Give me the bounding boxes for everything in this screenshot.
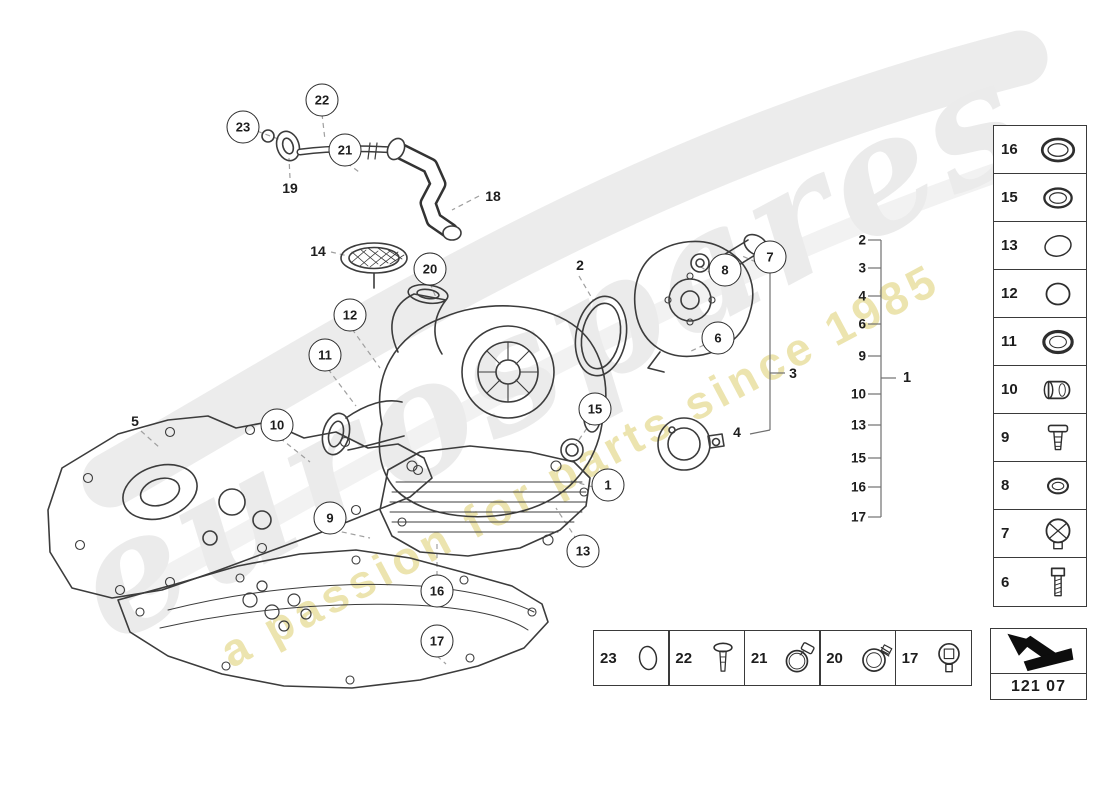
arrow-logo-icon bbox=[991, 629, 1086, 673]
callout-17: 17 bbox=[420, 624, 454, 658]
clamp-band-icon bbox=[852, 637, 895, 679]
legend-row-8: 8 bbox=[994, 462, 1086, 510]
callout-13: 13 bbox=[566, 534, 600, 568]
cap-icon bbox=[1029, 513, 1086, 555]
legend-row-12: 12 bbox=[994, 270, 1086, 318]
legend-row-number: 9 bbox=[1001, 429, 1010, 446]
callout-15: 15 bbox=[578, 392, 612, 426]
callout-11: 11 bbox=[308, 338, 342, 372]
legend-row-9: 9 bbox=[994, 414, 1086, 462]
legend-cell-17: 17 bbox=[894, 630, 972, 686]
legend-row-10: 10 bbox=[994, 366, 1086, 414]
ref-list-number-6: 6 bbox=[858, 316, 866, 332]
callout-19: 19 bbox=[282, 180, 298, 196]
bracket-lines bbox=[749, 239, 896, 518]
ref-list-number-2: 2 bbox=[858, 232, 866, 248]
callout-14: 14 bbox=[310, 243, 326, 259]
ref-list-number-13: 13 bbox=[850, 417, 866, 433]
legend-row-number: 16 bbox=[1001, 141, 1018, 158]
legend-cell-number: 22 bbox=[675, 649, 693, 667]
ref-list-number-17: 17 bbox=[850, 509, 866, 525]
callout-5: 5 bbox=[131, 413, 139, 429]
o-ring-icon bbox=[1029, 273, 1086, 315]
legend-cell-number: 20 bbox=[826, 649, 843, 667]
callout-6: 6 bbox=[701, 321, 735, 355]
plug-icon bbox=[928, 637, 971, 679]
legend-bottom-row: 23 22 21 20 17 bbox=[593, 630, 972, 686]
clamp-icon bbox=[777, 637, 820, 679]
ref-list-number-10: 10 bbox=[850, 386, 866, 402]
legend-cell-23: 23 bbox=[593, 630, 670, 686]
legend-cell-number: 17 bbox=[901, 649, 919, 667]
legend-cell-22: 22 bbox=[668, 630, 746, 686]
callout-12: 12 bbox=[333, 298, 367, 332]
legend-cell-21: 21 bbox=[743, 630, 821, 686]
legend-row-number: 6 bbox=[1001, 573, 1010, 591]
seal-large-icon bbox=[1029, 129, 1086, 171]
legend-row-number: 15 bbox=[1001, 189, 1018, 206]
callout-16: 16 bbox=[420, 574, 454, 608]
legend-row-number: 13 bbox=[1001, 237, 1018, 254]
legend-row-number: 8 bbox=[1001, 477, 1010, 494]
ref-list-number-4: 4 bbox=[858, 288, 866, 304]
legend-row-number: 10 bbox=[1001, 381, 1018, 398]
callout-20: 20 bbox=[413, 252, 447, 286]
legend-cell-20: 20 bbox=[819, 630, 897, 686]
bushing-icon bbox=[1029, 369, 1086, 411]
legend-right-column: 16 15 13 12 11 10 9 8 7 6 bbox=[993, 125, 1087, 607]
callout-8: 8 bbox=[708, 253, 742, 287]
callout-23: 23 bbox=[226, 110, 260, 144]
callout-22: 22 bbox=[305, 83, 339, 117]
callout-4: 4 bbox=[733, 424, 741, 440]
legend-row-11: 11 bbox=[994, 318, 1086, 366]
seal-icon bbox=[1029, 177, 1086, 219]
legend-row-16: 16 bbox=[994, 126, 1086, 174]
legend-cell-number: 21 bbox=[750, 649, 768, 667]
callout-2: 2 bbox=[576, 257, 584, 273]
o-ring-small-icon bbox=[626, 637, 669, 679]
ref-list-number-15: 15 bbox=[850, 450, 866, 466]
legend-row-13: 13 bbox=[994, 222, 1086, 270]
ref-list-number-9: 9 bbox=[858, 348, 866, 364]
legend-row-7: 7 bbox=[994, 510, 1086, 558]
callout-10: 10 bbox=[260, 408, 294, 442]
bolt-icon bbox=[1029, 561, 1086, 603]
legend-cell-number: 23 bbox=[600, 649, 617, 667]
screw-icon bbox=[701, 637, 744, 679]
callout-7: 7 bbox=[753, 240, 787, 274]
part-code-label: 121 07 bbox=[991, 673, 1086, 699]
callout-3: 3 bbox=[789, 365, 797, 381]
ref-list-target-1: 1 bbox=[903, 370, 912, 386]
ref-list-number-3: 3 bbox=[858, 260, 866, 276]
callout-18: 18 bbox=[485, 188, 501, 204]
callout-9: 9 bbox=[313, 501, 347, 535]
legend-row-15: 15 bbox=[994, 174, 1086, 222]
o-ring-thin-icon bbox=[1029, 225, 1086, 267]
ref-list-number-16: 16 bbox=[850, 479, 866, 495]
seal-ring-icon bbox=[1029, 321, 1086, 363]
callout-21: 21 bbox=[328, 133, 362, 167]
legend-row-number: 12 bbox=[1001, 285, 1018, 302]
part-code-box: 121 07 bbox=[990, 628, 1087, 700]
legend-row-number: 11 bbox=[1001, 333, 1017, 350]
legend-row-number: 7 bbox=[1001, 525, 1010, 542]
seal-small-icon bbox=[1029, 465, 1086, 507]
callout-1: 1 bbox=[591, 468, 625, 502]
torx-screw-icon bbox=[1029, 417, 1086, 459]
legend-row-6: 6 bbox=[994, 558, 1086, 606]
